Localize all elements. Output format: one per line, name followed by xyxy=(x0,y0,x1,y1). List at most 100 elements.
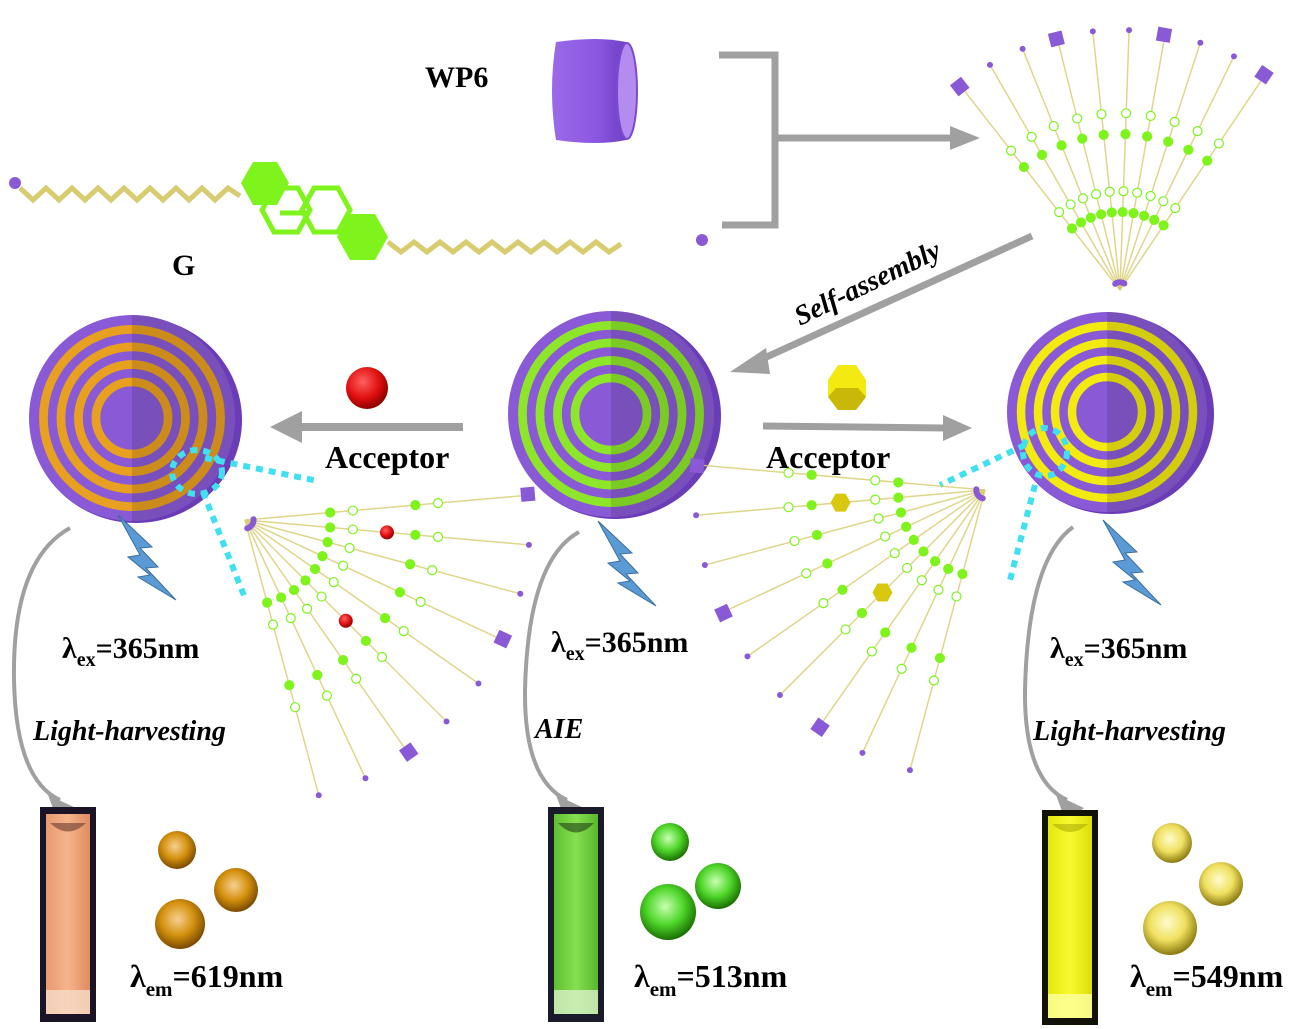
sphere xyxy=(651,823,689,861)
aromatic-unit xyxy=(1066,223,1078,234)
aromatic-unit xyxy=(1121,108,1132,119)
chain xyxy=(244,519,320,796)
wp6-host-unit xyxy=(714,603,733,623)
aromatic-unit xyxy=(901,521,912,532)
sphere xyxy=(1199,862,1243,906)
aromatic-unit xyxy=(1183,144,1194,155)
head-bead xyxy=(693,512,700,519)
chain xyxy=(1021,48,1121,291)
sphere xyxy=(155,899,205,949)
aromatic-unit xyxy=(1192,125,1203,137)
aromatic-unit xyxy=(870,494,881,505)
aromatic-unit xyxy=(285,613,296,624)
aromatic-unit xyxy=(1118,186,1129,197)
vesicle-ring xyxy=(1033,338,1181,486)
aromatic-unit xyxy=(1169,116,1180,127)
aromatic-unit xyxy=(1158,220,1169,231)
aromatic-unit xyxy=(415,596,426,608)
aromatic-unit xyxy=(300,575,311,586)
chain xyxy=(1119,30,1130,291)
head-bead xyxy=(525,541,532,548)
emission-label-left: λem=619nm xyxy=(130,958,284,1001)
sphere xyxy=(1143,901,1197,955)
yellow-acceptor-dot xyxy=(872,583,893,602)
chain xyxy=(244,519,521,595)
hexagon-ring-1 xyxy=(259,185,313,235)
aromatic-unit xyxy=(267,619,279,630)
chain-end-bead xyxy=(696,234,708,246)
svg-text:λem=513nm: λem=513nm xyxy=(634,958,788,1001)
wp6-host-unit xyxy=(1254,65,1274,85)
wp6-host-unit xyxy=(398,742,419,762)
vesicle-ring xyxy=(39,325,225,511)
chain xyxy=(704,489,986,566)
chain xyxy=(696,463,986,491)
chain-end-bead xyxy=(9,177,21,189)
head-bead xyxy=(1019,45,1026,52)
aromatic-unit xyxy=(1163,136,1174,147)
process-label-right: Light-harvesting xyxy=(1032,716,1226,747)
aromatic-unit xyxy=(284,680,295,691)
aromatic-unit xyxy=(916,575,927,586)
aromatic-unit xyxy=(893,477,904,488)
aromatic-unit xyxy=(325,507,336,518)
head-bead xyxy=(1126,27,1133,34)
aromatic-unit xyxy=(432,531,444,542)
chain xyxy=(244,494,529,521)
aromatic-unit xyxy=(1158,196,1169,207)
wp6-host-unit xyxy=(520,486,536,502)
aromatic-unit xyxy=(1098,129,1109,140)
head-bead xyxy=(1197,39,1204,46)
aromatic-unit xyxy=(276,592,287,603)
chain xyxy=(1056,37,1121,291)
head-bead xyxy=(987,61,993,68)
aromatic-unit xyxy=(1117,206,1128,218)
aromatic-unit xyxy=(1106,207,1117,218)
aromatic-unit xyxy=(344,542,355,554)
aromatic-unit xyxy=(893,492,904,503)
aromatic-unit xyxy=(1054,207,1065,218)
wp6-host-unit xyxy=(810,717,830,738)
svg-text:λex=365nm: λex=365nm xyxy=(551,626,688,665)
aromatic-unit xyxy=(351,673,362,684)
wp6-host-unit xyxy=(493,629,513,649)
aromatic-unit xyxy=(1056,140,1067,151)
aromatic-unit xyxy=(309,563,321,575)
chain xyxy=(909,489,986,771)
aromatic-unit xyxy=(379,612,391,624)
svg-text:λem=549nm: λem=549nm xyxy=(1130,958,1284,1001)
aromatic-unit xyxy=(934,652,946,664)
emission-label-right: λem=549nm xyxy=(1130,958,1284,1001)
aromatic-unit xyxy=(1096,209,1107,220)
aromatic-unit xyxy=(1141,131,1153,142)
aromatic-unit xyxy=(870,475,881,486)
red-acceptor-dot xyxy=(338,613,353,628)
aromatic-unit xyxy=(866,646,877,657)
hexagon-filled-left xyxy=(241,162,289,205)
aromatic-unit xyxy=(1213,138,1224,149)
aromatic-unit xyxy=(1104,186,1115,197)
cuvette-yellow xyxy=(1042,810,1098,1025)
chain xyxy=(1119,74,1267,291)
chain xyxy=(989,64,1121,291)
head-bead xyxy=(362,775,369,782)
head-bead xyxy=(701,562,708,569)
chain xyxy=(1119,55,1235,291)
sphere xyxy=(695,863,741,909)
vesicle-ring xyxy=(535,338,687,490)
emission-spheres-yellow xyxy=(1143,823,1243,955)
aromatic-unit xyxy=(360,635,372,647)
aromatic-unit xyxy=(822,558,833,569)
aromatic-unit xyxy=(837,584,848,595)
chain xyxy=(244,519,367,779)
chain xyxy=(244,519,479,685)
excitation-label-left: λex=365nm xyxy=(62,632,199,671)
head-bead xyxy=(859,749,866,756)
aromatic-unit xyxy=(783,467,794,478)
head-bead xyxy=(744,653,751,660)
wp6-host-unit xyxy=(1047,30,1065,48)
aromatic-unit xyxy=(1202,155,1213,166)
aromatic-unit xyxy=(316,591,327,602)
emission-label-middle: λem=513nm xyxy=(634,958,788,1001)
vesicle-ring xyxy=(91,377,173,459)
